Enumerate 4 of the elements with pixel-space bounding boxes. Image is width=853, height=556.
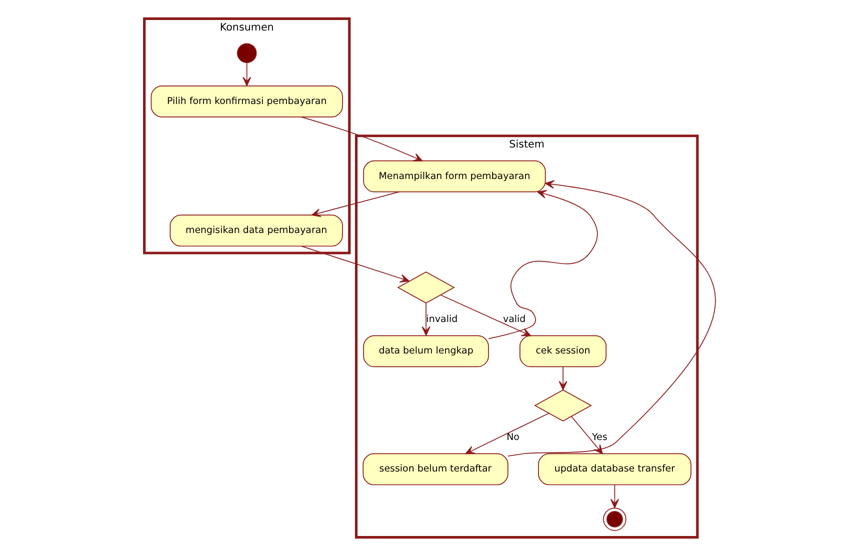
edge-label: No	[506, 432, 520, 443]
edge-label: valid	[502, 314, 526, 325]
edge-label: invalid	[426, 314, 458, 325]
edge-label: Yes	[592, 432, 608, 443]
